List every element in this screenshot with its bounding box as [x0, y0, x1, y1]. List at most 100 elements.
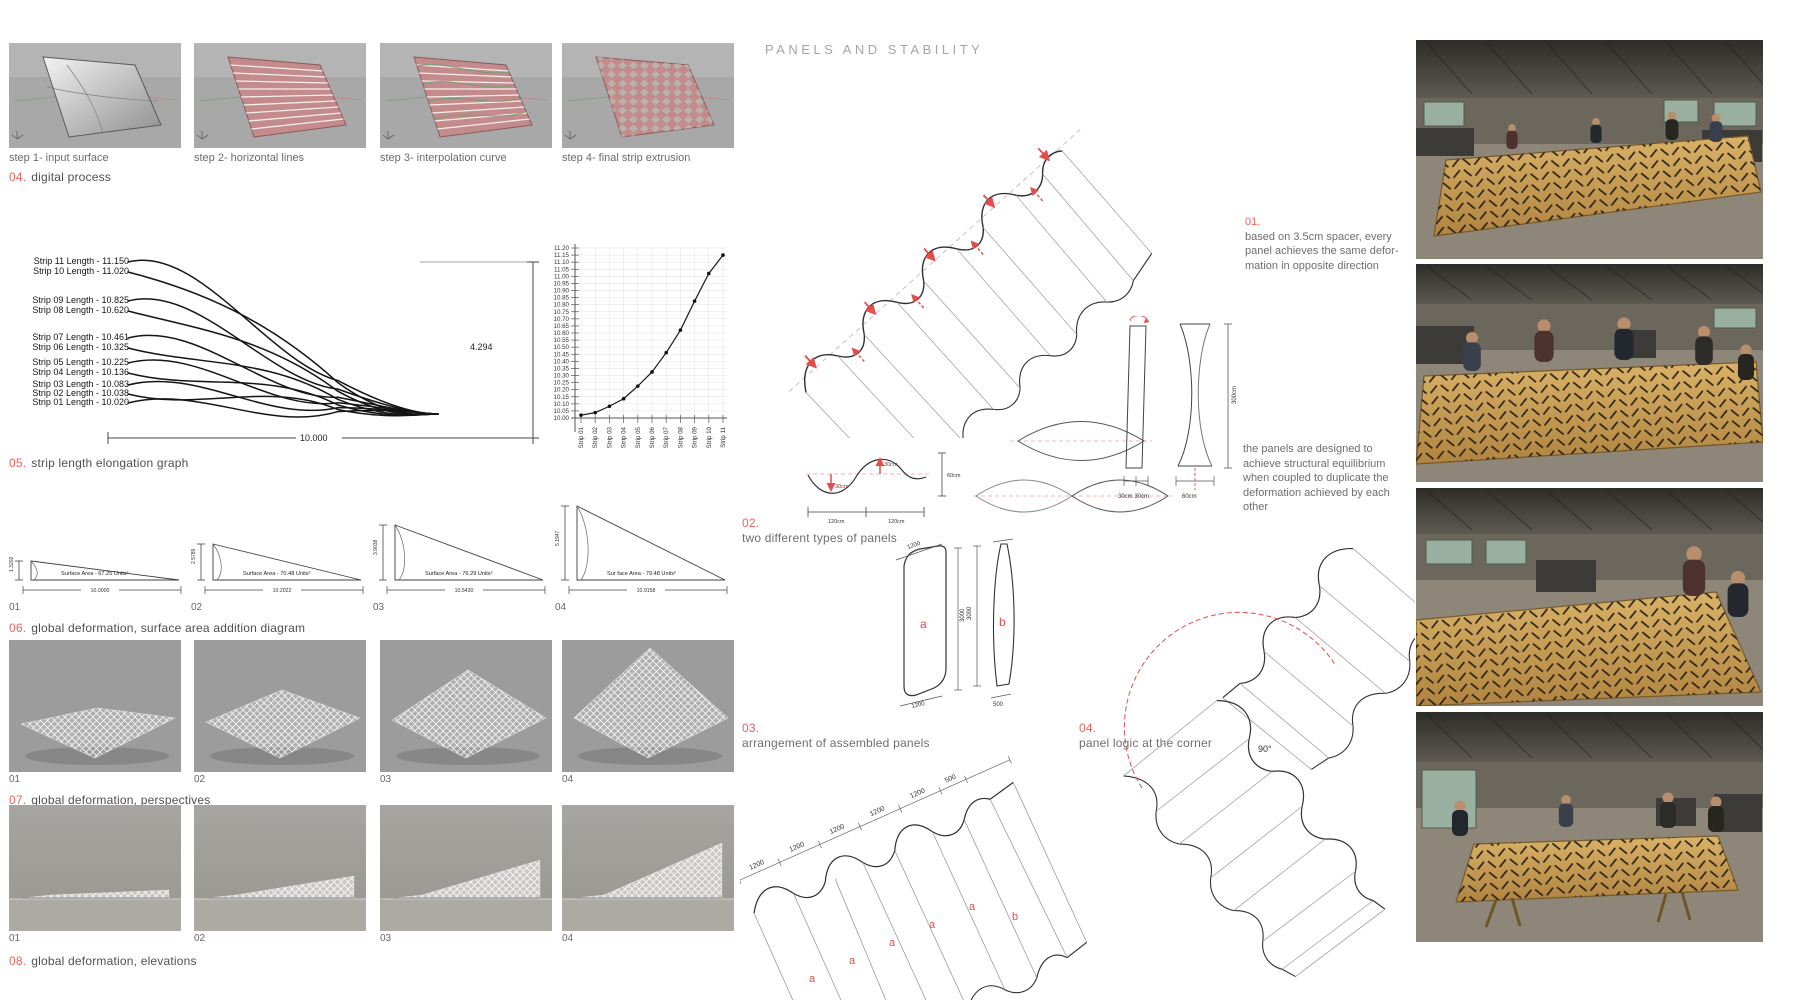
svg-text:10.60: 10.60 — [554, 330, 570, 337]
panel-cross-section-diagram: 30cm 30cm 60cm 120cm 120cm — [806, 452, 961, 525]
angle-label: 90° — [1258, 744, 1272, 754]
svg-text:Strip 08: Strip 08 — [677, 426, 684, 448]
lens-panel-shapes — [974, 421, 1172, 513]
photo-image — [1416, 488, 1763, 706]
process-step-label: step 1- input surface — [9, 152, 109, 164]
strip-length-label: Strip 02 Length - 10.038 — [32, 388, 129, 398]
digital-process-section: step 1- input surface step 2- horizontal … — [9, 43, 749, 183]
strip-length-label: Strip 07 Length - 10.461 — [32, 332, 129, 342]
svg-text:11.00: 11.00 — [554, 273, 570, 280]
panel-letter: a — [969, 901, 976, 913]
svg-text:10.50: 10.50 — [554, 344, 570, 351]
svg-text:10.15: 10.15 — [554, 394, 570, 401]
svg-text:Strip 11: Strip 11 — [720, 426, 727, 447]
process-step-label: step 2- horizontal lines — [194, 152, 305, 164]
figure-index: 01 — [9, 774, 21, 785]
figure-index: 01 — [9, 602, 21, 613]
svg-text:Strip 10: Strip 10 — [706, 426, 713, 448]
viewport-render — [562, 43, 734, 148]
dim-label: 2.5789 — [191, 548, 197, 564]
dim-label: 10.2022 — [273, 588, 292, 594]
strip-length-label: Strip 10 Length - 11.020 — [33, 266, 129, 276]
caption-corner-logic: 04.panel logic at the corner — [1079, 721, 1212, 750]
page-title: PANELS AND STABILITY — [765, 42, 984, 57]
elevation-render-03: 03 — [380, 805, 552, 944]
figure-index: 04 — [562, 774, 574, 785]
svg-text:10.40: 10.40 — [554, 358, 570, 365]
note-line: mation in opposite direction — [1245, 259, 1379, 272]
dim-label: 5.1947 — [555, 530, 561, 546]
render-image — [562, 805, 734, 931]
note-line: when coupled to duplicate the — [1243, 472, 1389, 484]
caption-text: two different types of panels — [742, 531, 898, 545]
panel-letter: a — [920, 617, 927, 631]
svg-text:10.00: 10.00 — [554, 415, 570, 422]
note-line: deformation achieved by each — [1243, 486, 1390, 499]
caption-number: 05. — [9, 456, 27, 470]
caption-number: 02. — [742, 516, 760, 530]
workshop-photo-column — [1416, 40, 1763, 950]
person-figure — [1590, 118, 1602, 143]
dim-label: 500 — [993, 702, 1004, 708]
dim-label: 30cm — [835, 484, 849, 490]
surface-area-diagram-01: 1.3202 Surface Area - 67.25 Units² 10.00… — [9, 500, 185, 613]
elongation-dimensions: 4.294 10.000 — [107, 261, 539, 444]
svg-text:10.85: 10.85 — [554, 295, 570, 302]
workshop-photo-3 — [1416, 488, 1763, 706]
render-image — [194, 640, 366, 772]
workshop-photo-4 — [1416, 712, 1763, 942]
render-image — [194, 805, 366, 931]
person-figure — [1660, 792, 1676, 828]
caption-assembled-panels: 03.arrangement of assembled panels — [742, 721, 930, 750]
panel-letter: b — [999, 615, 1006, 629]
dim-label: 30cm — [884, 462, 898, 468]
process-step-render-3 — [380, 43, 552, 148]
coupled-panels-diagram — [788, 127, 1153, 438]
width-dim-label: 10.000 — [300, 433, 328, 443]
viewport-render — [380, 43, 552, 148]
assembled-panels-drawing: 1200 1200 1200 1200 1200 500 a a a a a b — [740, 756, 1088, 1000]
photo-image — [1416, 264, 1763, 482]
caption-number: 06. — [9, 621, 27, 635]
dim-label: 3000 — [967, 606, 973, 620]
note-spacer: 01. based on 3.5cm spacer, every panel a… — [1245, 215, 1425, 273]
svg-text:Strip 05: Strip 05 — [635, 426, 642, 448]
dim-label: 120cm — [888, 519, 905, 525]
surface-area-drawing: 2.5789 Surface Area - 70.48 Units² 10.20… — [191, 543, 364, 594]
figure-index: 02 — [194, 774, 206, 785]
svg-text:11.20: 11.20 — [554, 245, 570, 252]
viewport-render — [194, 43, 366, 148]
process-step-render-2 — [194, 43, 366, 148]
surface-area-diagram-02: 2.5789 Surface Area - 70.48 Units² 10.20… — [191, 500, 367, 613]
person-figure — [1506, 124, 1518, 149]
person-figure — [1682, 546, 1706, 596]
person-figure — [1738, 344, 1754, 380]
workshop-photo-1 — [1416, 40, 1763, 259]
corner-panel-drawing: 90° — [1123, 547, 1415, 978]
svg-text:10.05: 10.05 — [554, 408, 570, 415]
figure-index: 03 — [380, 774, 392, 785]
render-image — [562, 640, 734, 772]
strip-length-chart: 11.2011.1511.1011.0511.0010.9510.9010.85… — [554, 244, 727, 448]
person-figure — [1452, 800, 1468, 836]
workshop-photo-2 — [1416, 264, 1763, 482]
strip-length-label: Strip 11 Length - 11.150 — [33, 256, 129, 266]
caption-text: digital process — [31, 170, 112, 184]
dim-label: 10.5430 — [455, 588, 474, 594]
caption-text: global deformation, surface area additio… — [31, 621, 306, 635]
person-figure — [1463, 331, 1481, 371]
svg-text:10.55: 10.55 — [554, 337, 570, 344]
note-line: achieve structural equilibrium — [1243, 457, 1386, 470]
caption-elevations: 08.global deformation, elevations — [9, 954, 197, 968]
surface-area-section: 1.3202 Surface Area - 67.25 Units² 10.00… — [9, 500, 749, 620]
perspective-render-01: 01 — [9, 640, 181, 785]
person-figure — [1727, 570, 1749, 617]
dim-label: 120cm — [828, 519, 845, 525]
panel-letter: a — [809, 973, 816, 985]
strip-length-label: Strip 01 Length - 10.020 — [32, 397, 129, 407]
svg-text:Strip 07: Strip 07 — [663, 426, 670, 448]
perspectives-section: 01 02 03 04 — [9, 640, 749, 790]
figure-index: 04 — [562, 933, 574, 944]
